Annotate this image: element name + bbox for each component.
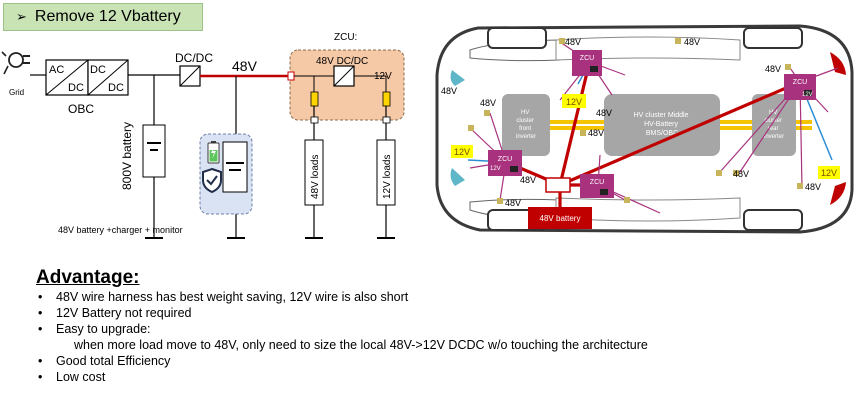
- battery-800v-label: 800V battery: [120, 122, 134, 190]
- hv-cluster-rear: [752, 94, 796, 156]
- zcu-module-front-top: ZCU: [572, 50, 602, 76]
- zcu-dcdc-label: 48V DC/DC: [316, 56, 368, 67]
- slide-title-text: Remove 12 Vbattery: [34, 8, 181, 25]
- obc-dc2-top: DC: [90, 64, 106, 76]
- tag-48v-9: 48V: [805, 182, 821, 192]
- dcdc-label: DC/DC: [175, 51, 213, 65]
- svg-text:ZCU: ZCU: [590, 179, 604, 186]
- list-item: Low cost: [38, 369, 648, 385]
- obc-ac: AC: [49, 64, 64, 76]
- tag-48v-11: 48V: [520, 175, 536, 185]
- obc-label: OBC: [68, 102, 94, 116]
- battery-48v-caption: 48V battery +charger + monitor: [58, 225, 183, 235]
- tag-48v-1: 48V: [565, 37, 581, 47]
- load-12v-label: 12V loads: [382, 155, 393, 199]
- obc-dc2-bottom: DC: [108, 82, 124, 94]
- svg-text:ZCU: ZCU: [793, 79, 807, 86]
- tag-48v-8: 48V: [733, 169, 749, 179]
- zcu-title: ZCU:: [334, 32, 357, 43]
- headlight-front-right: [450, 168, 465, 186]
- svg-text:48V battery: 48V battery: [540, 214, 581, 223]
- tag-48v-5: 48V: [480, 98, 496, 108]
- svg-text:ZCU: ZCU: [580, 55, 594, 62]
- tag-48v-10: 48V: [596, 108, 612, 118]
- tag-12v-left: [451, 145, 473, 158]
- list-item: Good total Efficiency: [38, 353, 648, 369]
- battery-48v-box: [528, 207, 592, 229]
- hv-cluster-middle: [604, 94, 720, 156]
- list-item: 12V Battery not required: [38, 305, 648, 321]
- svg-text:HV cluster Middle HV-Batte: HV cluster Middle HV-Battery BMS/OBC: [634, 112, 691, 137]
- zcu-module-middle: ZCU: [580, 174, 614, 198]
- svg-text:12V: 12V: [454, 147, 470, 157]
- advantage-list: 48V wire harness has best weight saving,…: [38, 289, 648, 385]
- svg-text:12V: 12V: [821, 168, 837, 178]
- zcu-module-front-left: ZCU: [488, 150, 522, 176]
- slide-title: ➢ Remove 12 Vbattery: [3, 3, 203, 31]
- plug-icon: [1, 51, 30, 75]
- taillight-right: [830, 182, 846, 205]
- bus-48v-label: 48V: [232, 58, 258, 74]
- tag-48v-2: 48V: [684, 37, 700, 47]
- battery-charging-icon: [207, 141, 220, 164]
- svg-text:HV cluster front i: HV cluster front inverter: [516, 110, 536, 140]
- tag-48v-3: 48V: [765, 64, 781, 74]
- svg-text:12V: 12V: [566, 97, 582, 107]
- tag-12v-right: [818, 166, 840, 179]
- tag-48v-7: 48V: [505, 198, 521, 208]
- list-item-sub: when more load move to 48V, only need to…: [74, 338, 648, 352]
- load-48v-label: 48V loads: [310, 155, 321, 199]
- zcu-module-rear: ZCU: [784, 74, 816, 100]
- obc-dc: DC: [68, 82, 84, 94]
- grid-label: Grid: [9, 88, 24, 97]
- list-item: Easy to upgrade:: [38, 321, 648, 337]
- shield-check-icon: [202, 167, 222, 194]
- headlight-front-left: [450, 70, 465, 86]
- list-item: 48V wire harness has best weight saving,…: [38, 289, 648, 305]
- tag-48v-6: 48V: [588, 128, 604, 138]
- hv-cluster-front: [502, 94, 550, 156]
- arrow-icon: ➢: [16, 9, 27, 24]
- zcu-12v-label: 12V: [374, 71, 392, 82]
- svg-text:12V: 12V: [802, 92, 813, 98]
- svg-text:ZCU: ZCU: [498, 156, 512, 163]
- taillight-left: [830, 52, 846, 75]
- tag-48v-4: 48V: [441, 86, 457, 96]
- advantage-heading: Advantage:: [36, 267, 140, 288]
- tag-12v-top: [562, 94, 586, 108]
- svg-text:12V: 12V: [490, 166, 501, 172]
- obc-box: AC DC DC DC: [45, 59, 129, 96]
